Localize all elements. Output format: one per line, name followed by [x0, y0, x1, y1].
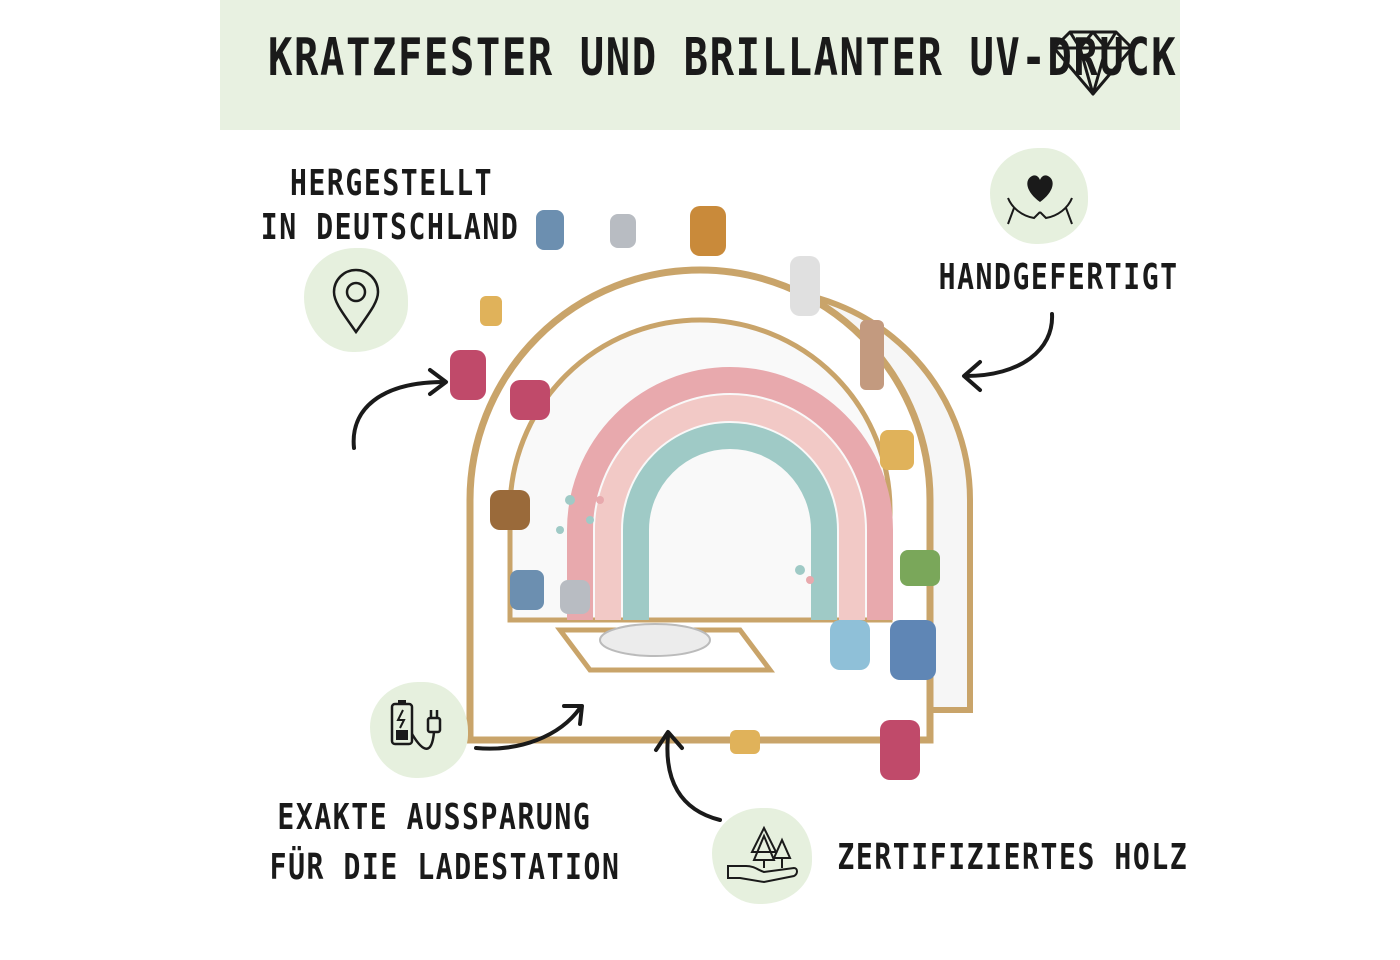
trees-in-hand-icon — [727, 825, 798, 884]
heart-hands-icon — [1007, 175, 1073, 225]
diamond-icon — [1052, 30, 1134, 96]
location-pin-icon — [332, 268, 380, 335]
arrow-bottom-left — [474, 704, 584, 751]
battery-charger-blob — [370, 682, 468, 778]
wood-label: ZERTIFIZIERTES HOLZ — [837, 837, 1189, 878]
arrow-bottom-right — [654, 730, 722, 822]
cutout-label-line1: EXAKTE AUSSPARUNG — [277, 797, 592, 838]
rainbow-shelf-illustration — [450, 206, 973, 780]
handmade-label: HANDGEFERTIGT — [938, 257, 1179, 298]
cutout-label-line2: FÜR DIE LADESTATION — [269, 847, 621, 888]
trees-hand-blob — [712, 808, 812, 904]
battery-charger-icon — [390, 700, 442, 750]
banner-title: KRATZFESTER UND BRILLANTER UV-DRUCK — [268, 28, 1178, 88]
arrow-left-top — [351, 368, 448, 450]
arrow-right-top — [962, 312, 1055, 392]
made-in-label-line2: IN DEUTSCHLAND — [260, 207, 520, 248]
top-banner — [220, 0, 1180, 130]
made-in-label-line1: HERGESTELLT — [290, 163, 494, 204]
